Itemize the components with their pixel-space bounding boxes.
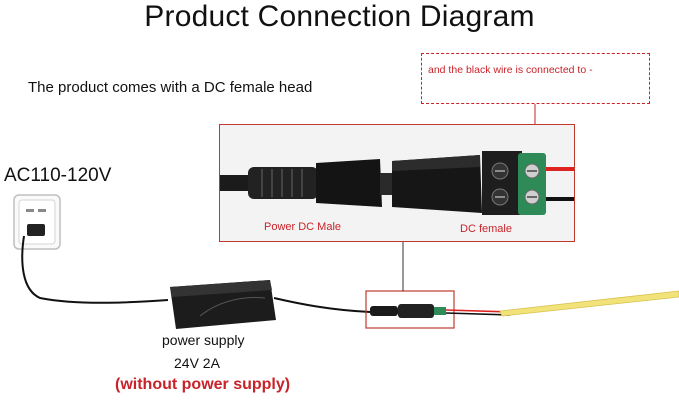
power-supply-note: (without power supply) [115,376,291,393]
voltage-label: AC110-120V [4,165,112,186]
connector-closeup-drawing [220,151,574,215]
subtitle: The product comes with a DC female head [28,79,313,96]
plug-icon [27,224,45,236]
note-text: and the black wire is connected to - [428,64,593,76]
power-supply-label: power supply [162,332,245,348]
dc-cable [273,297,371,313]
power-supply-spec: 24V 2A [174,355,220,371]
power-dc-male-label: Power DC Male [264,221,342,233]
mains-cord [21,235,169,304]
inline-connector [370,304,446,318]
led-strip [499,290,679,317]
power-adapter [170,280,276,329]
note-box: and the black wire is connected to - [421,53,650,104]
connector-closeup: Power DC Male DC female [219,124,575,242]
wall-outlet [13,194,61,250]
dc-female-label: DC female [460,223,512,235]
page-title: Product Connection Diagram [144,0,535,33]
